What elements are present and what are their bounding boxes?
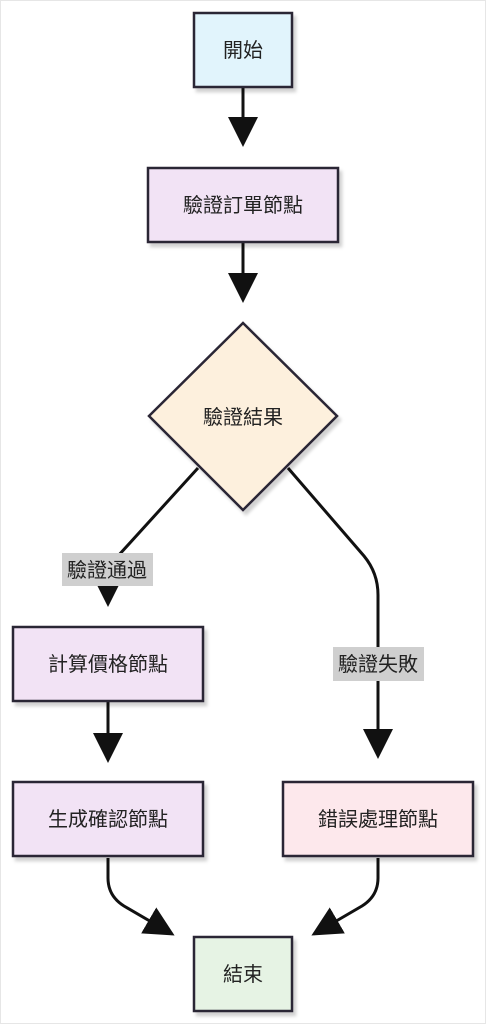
node-validate-order-label: 驗證訂單節點 <box>183 193 303 217</box>
node-calc-price: 計算價格節點 <box>11 625 205 703</box>
edge-label-pass-text: 驗證通過 <box>67 558 147 582</box>
node-start-label: 開始 <box>223 38 263 62</box>
node-error-handling: 錯誤處理節點 <box>281 780 475 858</box>
node-generate-confirm: 生成確認節點 <box>11 780 205 858</box>
edge-confirm-to-end <box>106 858 175 936</box>
edge-label-fail: 驗證失敗 <box>333 647 424 681</box>
edge-error-to-end <box>311 858 380 936</box>
node-end-label: 結束 <box>223 962 263 986</box>
edge-label-pass: 驗證通過 <box>62 553 153 586</box>
node-start: 開始 <box>192 11 294 89</box>
edge-decision-to-error <box>286 467 393 759</box>
node-calc-price-label: 計算價格節點 <box>48 652 168 676</box>
node-validate-order: 驗證訂單節點 <box>146 166 340 244</box>
edge-label-fail-text: 驗證失敗 <box>338 652 418 676</box>
node-decision-label: 驗證結果 <box>203 405 283 429</box>
node-decision: 驗證結果 <box>147 321 339 512</box>
node-generate-confirm-label: 生成確認節點 <box>48 807 168 831</box>
node-end: 結束 <box>192 935 294 1013</box>
node-error-handling-label: 錯誤處理節點 <box>318 807 438 831</box>
